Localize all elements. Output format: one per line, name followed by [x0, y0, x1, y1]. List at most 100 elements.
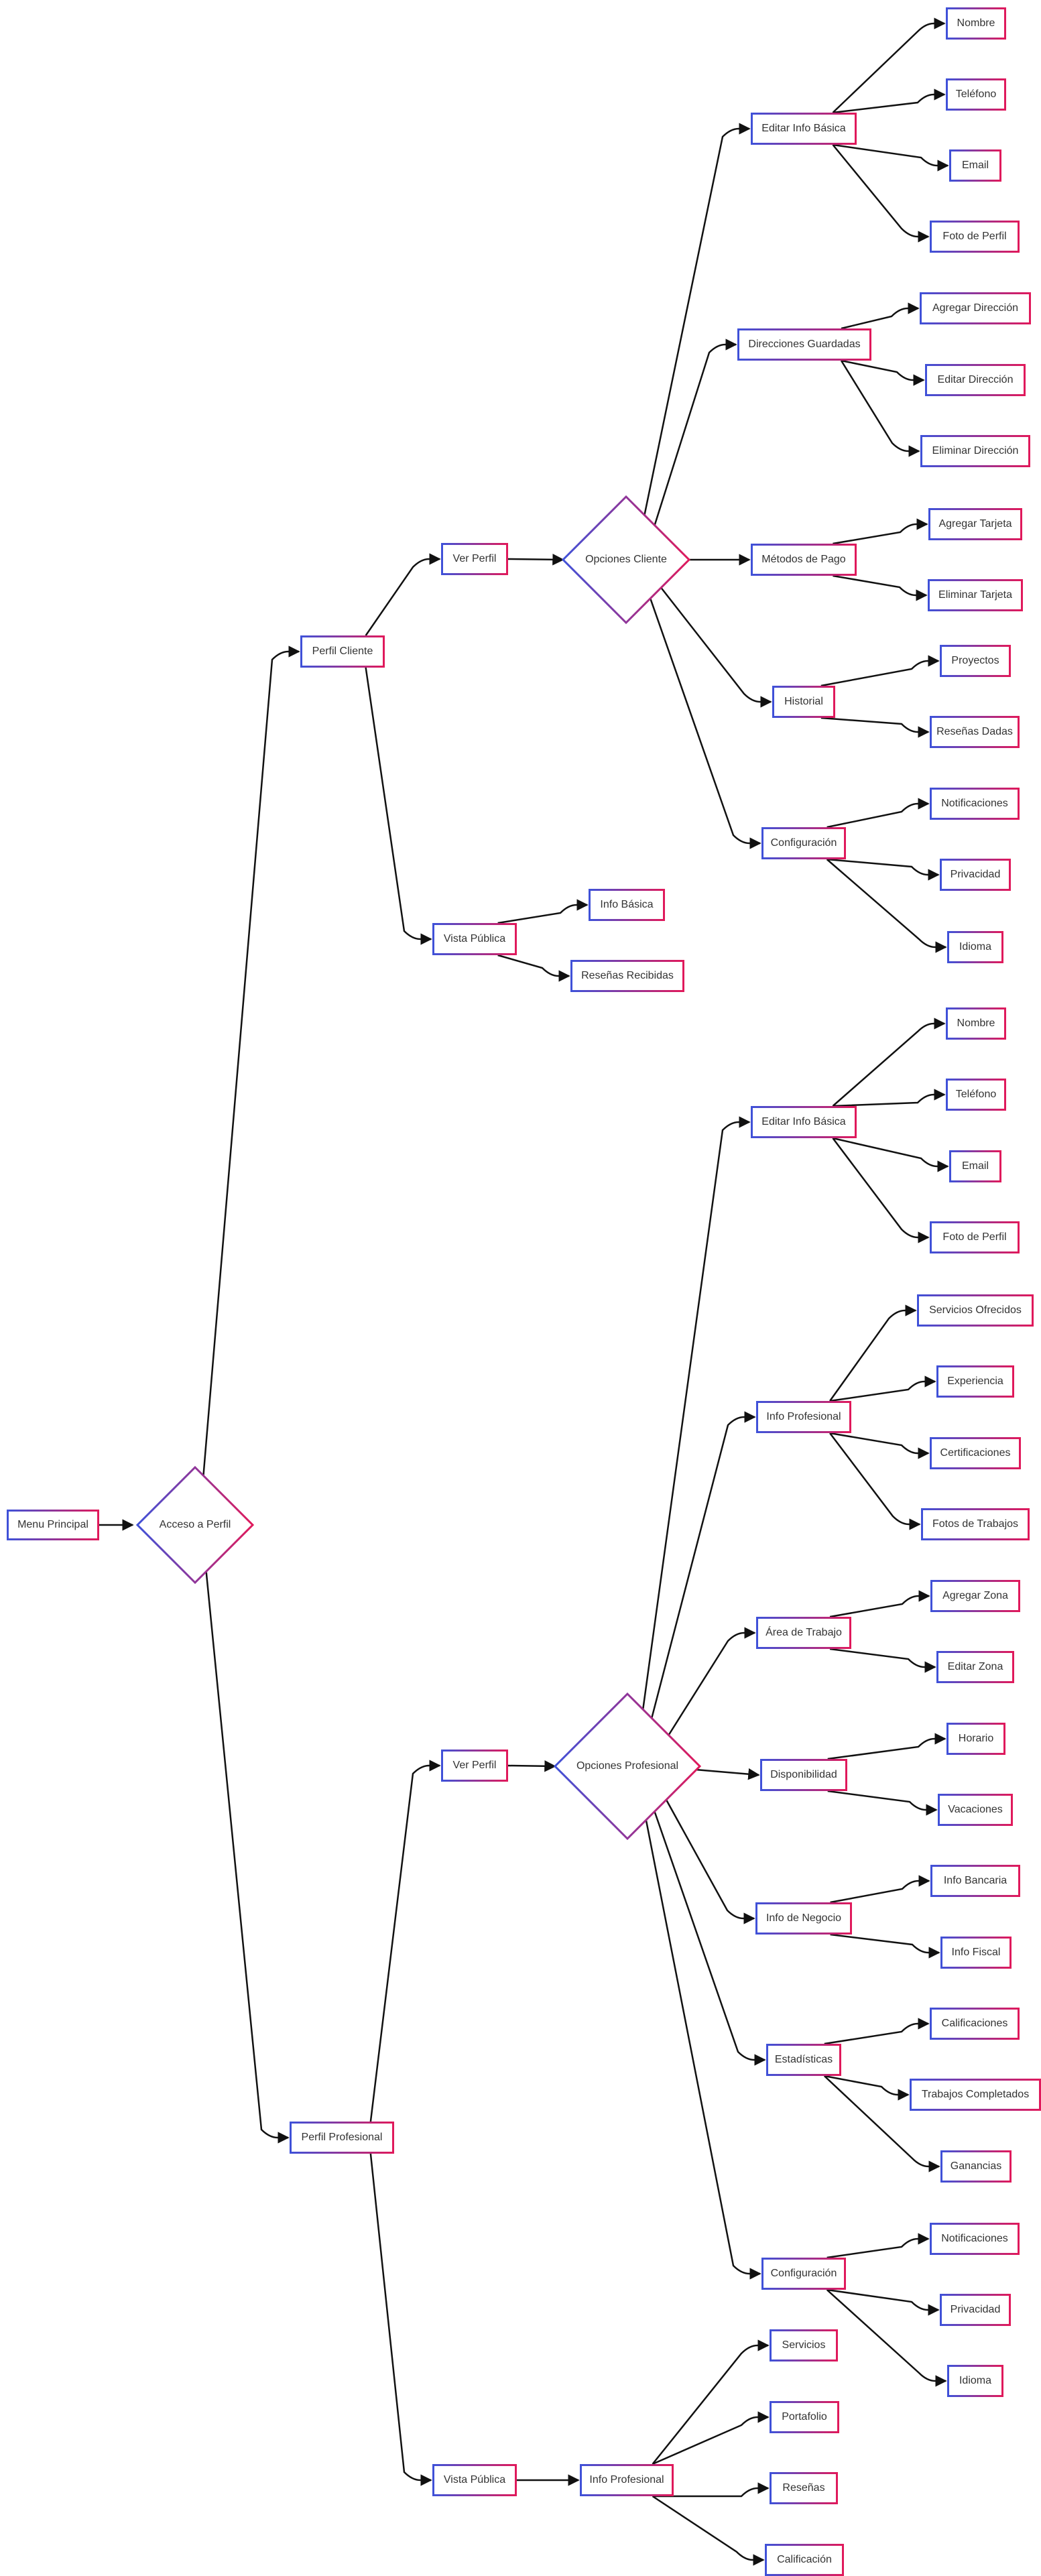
- edge-p_disp-to-p_vac: [827, 1790, 938, 1816]
- node-c-priv-privacidad[interactable]: Privacidad: [940, 859, 1011, 891]
- node-vpc-ver-perfil[interactable]: Ver Perfil: [441, 543, 508, 575]
- node-c-conf-configuracion[interactable]: Configuración: [761, 827, 846, 859]
- node-c-foto-foto-de-perfil[interactable]: Foto de Perfil: [930, 221, 1020, 253]
- node-vpp-ver-perfil[interactable]: Ver Perfil: [441, 1750, 508, 1782]
- edge-p_infop-to-p_cert: [829, 1432, 930, 1459]
- edge-opc-to-c_dir: [654, 339, 737, 526]
- node-c-deltar-eliminar-tarjeta[interactable]: Eliminar Tarjeta: [928, 579, 1023, 611]
- decision-diamond-opciones-profesional[interactable]: [553, 1692, 702, 1841]
- node-p-tel-telefono[interactable]: Teléfono: [946, 1079, 1006, 1111]
- node-c-tel-telefono[interactable]: Teléfono: [946, 78, 1006, 111]
- node-p-cert-certificaciones[interactable]: Certificaciones: [930, 1437, 1021, 1469]
- node-p-calif-calificaciones[interactable]: Calificaciones: [930, 2008, 1020, 2040]
- edge-opp-to-p_neg: [665, 1799, 755, 1924]
- edge-pprof-to-vpp: [369, 1760, 441, 2122]
- node-pprof-perfil-profesional[interactable]: Perfil Profesional: [290, 2122, 394, 2154]
- node-c-pago-metodos-de-pago[interactable]: Métodos de Pago: [751, 544, 857, 576]
- node-p-priv-privacidad[interactable]: Privacidad: [940, 2294, 1011, 2326]
- node-p-hor-horario[interactable]: Horario: [946, 1723, 1005, 1755]
- edge-p_area-to-p_editz: [829, 1648, 936, 1673]
- node-vc-res-resenas-recibidas[interactable]: Reseñas Recibidas: [570, 960, 684, 992]
- node-c-edit-editar-info-basica[interactable]: Editar Info Básica: [751, 113, 857, 145]
- edge-c_edit-to-c_foto: [832, 144, 930, 243]
- node-menu-menu-principal[interactable]: Menu Principal: [7, 1510, 99, 1540]
- edge-p_edit-to-p_tel: [833, 1089, 946, 1107]
- node-c-editdir-editar-direccion[interactable]: Editar Dirección: [925, 364, 1026, 396]
- node-p-foto-foto-de-perfil[interactable]: Foto de Perfil: [930, 1221, 1020, 1253]
- node-p-idioma-idioma[interactable]: Idioma: [947, 2365, 1003, 2397]
- node-c-deldir-eliminar-direccion[interactable]: Eliminar Dirección: [920, 435, 1030, 467]
- node-p-vac-vacaciones[interactable]: Vacaciones: [938, 1794, 1013, 1826]
- node-p-notif-notificaciones[interactable]: Notificaciones: [930, 2223, 1020, 2255]
- edge-c_dir-to-c_deldir: [840, 360, 920, 457]
- node-p-conf-configuracion[interactable]: Configuración: [761, 2258, 846, 2290]
- edge-p_edit-to-p_foto: [832, 1138, 930, 1243]
- edge-p_edit-to-p_nombre: [832, 1018, 946, 1107]
- edge-vp_infop-to-vp_serv: [652, 2339, 770, 2465]
- edge-c_dir-to-c_adddir: [841, 302, 920, 330]
- node-p-banc-info-bancaria[interactable]: Info Bancaria: [930, 1865, 1020, 1897]
- node-p-fisc-info-fiscal[interactable]: Info Fiscal: [940, 1937, 1012, 1969]
- node-p-editz-editar-zona[interactable]: Editar Zona: [936, 1651, 1014, 1683]
- node-c-dir-direcciones-guardadas[interactable]: Direcciones Guardadas: [737, 328, 871, 361]
- node-pcliente-perfil-cliente[interactable]: Perfil Cliente: [300, 635, 385, 668]
- node-c-nombre-nombre[interactable]: Nombre: [946, 7, 1006, 40]
- edge-opp-to-p_disp: [696, 1768, 760, 1780]
- edge-p_edit-to-p_email: [833, 1137, 949, 1172]
- node-c-idioma-idioma[interactable]: Idioma: [947, 931, 1003, 963]
- node-c-adddir-agregar-direccion[interactable]: Agregar Dirección: [920, 292, 1031, 324]
- node-c-email-email[interactable]: Email: [949, 149, 1001, 182]
- node-vp-port-portafolio[interactable]: Portafolio: [770, 2401, 839, 2433]
- node-c-proy-proyectos[interactable]: Proyectos: [940, 645, 1011, 677]
- edge-pprof-to-vpubp: [369, 2153, 432, 2486]
- node-vp-serv-servicios[interactable]: Servicios: [770, 2329, 838, 2362]
- edge-c_conf-to-c_notif: [826, 798, 930, 829]
- node-vp-infop-info-profesional[interactable]: Info Profesional: [580, 2464, 674, 2496]
- node-p-infop-info-profesional[interactable]: Info Profesional: [756, 1401, 851, 1433]
- node-p-serv-servicios-ofrecidos[interactable]: Servicios Ofrecidos: [917, 1294, 1034, 1327]
- node-c-notif-notificaciones[interactable]: Notificaciones: [930, 788, 1020, 820]
- decision-diamond-opciones-cliente[interactable]: [561, 495, 691, 625]
- edge-p_conf-to-p_notif: [826, 2233, 930, 2259]
- node-vc-info-info-basica[interactable]: Info Básica: [589, 889, 665, 921]
- edge-opp-to-p_infop: [651, 1411, 756, 1719]
- node-c-addtar-agregar-tarjeta[interactable]: Agregar Tarjeta: [928, 508, 1022, 540]
- edge-p_conf-to-p_idioma: [826, 2289, 947, 2387]
- node-c-resd-resenas-dadas[interactable]: Reseñas Dadas: [930, 716, 1020, 748]
- decision-diamond-acceso-a-perfil[interactable]: [135, 1465, 255, 1585]
- node-p-est-estadisticas[interactable]: Estadísticas: [766, 2044, 841, 2076]
- node-p-disp-disponibilidad[interactable]: Disponibilidad: [760, 1759, 847, 1791]
- node-c-hist-historial[interactable]: Historial: [772, 686, 835, 718]
- edge-p_infop-to-p_exp: [829, 1375, 936, 1402]
- node-p-nombre-nombre[interactable]: Nombre: [946, 1007, 1006, 1040]
- edge-c_pago-to-c_deltar: [833, 574, 928, 601]
- edge-vpc-to-opc: [507, 554, 564, 566]
- node-p-edit-editar-info-basica[interactable]: Editar Info Básica: [751, 1106, 857, 1138]
- node-vp-res-resenas[interactable]: Reseñas: [770, 2472, 838, 2504]
- edge-acceso-to-pcliente: [202, 646, 300, 1476]
- edge-opc-to-c_edit: [644, 123, 751, 515]
- edge-p_disp-to-p_hor: [827, 1733, 946, 1760]
- node-vpubc-vista-publica[interactable]: Vista Pública: [432, 923, 517, 955]
- edge-p_est-to-p_gan: [823, 2075, 940, 2172]
- node-p-trab-trabajos-completados[interactable]: Trabajos Completados: [910, 2079, 1041, 2111]
- edge-c_pago-to-c_addtar: [833, 518, 928, 545]
- edge-opp-to-p_area: [668, 1627, 756, 1736]
- edge-pcliente-to-vpc: [365, 553, 441, 636]
- node-p-area-area-de-trabajo[interactable]: Área de Trabajo: [756, 1617, 851, 1649]
- node-vp-calif-calificacion[interactable]: Calificación: [765, 2544, 844, 2576]
- node-p-gan-ganancias[interactable]: Ganancias: [940, 2150, 1012, 2183]
- edge-opp-to-p_edit: [641, 1116, 751, 1710]
- node-p-addz-agregar-zona[interactable]: Agregar Zona: [930, 1580, 1020, 1612]
- node-vpubp-vista-publica[interactable]: Vista Pública: [432, 2464, 517, 2496]
- edge-vpubc-to-vc_info: [497, 899, 589, 924]
- edge-p_neg-to-p_fisc: [830, 1933, 940, 1959]
- edge-opp-to-p_conf: [645, 1819, 761, 2280]
- edge-c_edit-to-c_tel: [833, 88, 946, 114]
- edge-opc-to-c_hist: [660, 587, 772, 708]
- node-p-exp-experiencia[interactable]: Experiencia: [936, 1365, 1014, 1398]
- node-p-email-email[interactable]: Email: [949, 1150, 1001, 1182]
- edge-opc-to-c_conf: [650, 598, 761, 849]
- node-p-fotos-fotos-de-trabajos[interactable]: Fotos de Trabajos: [921, 1508, 1030, 1540]
- node-p-neg-info-de-negocio[interactable]: Info de Negocio: [755, 1902, 852, 1935]
